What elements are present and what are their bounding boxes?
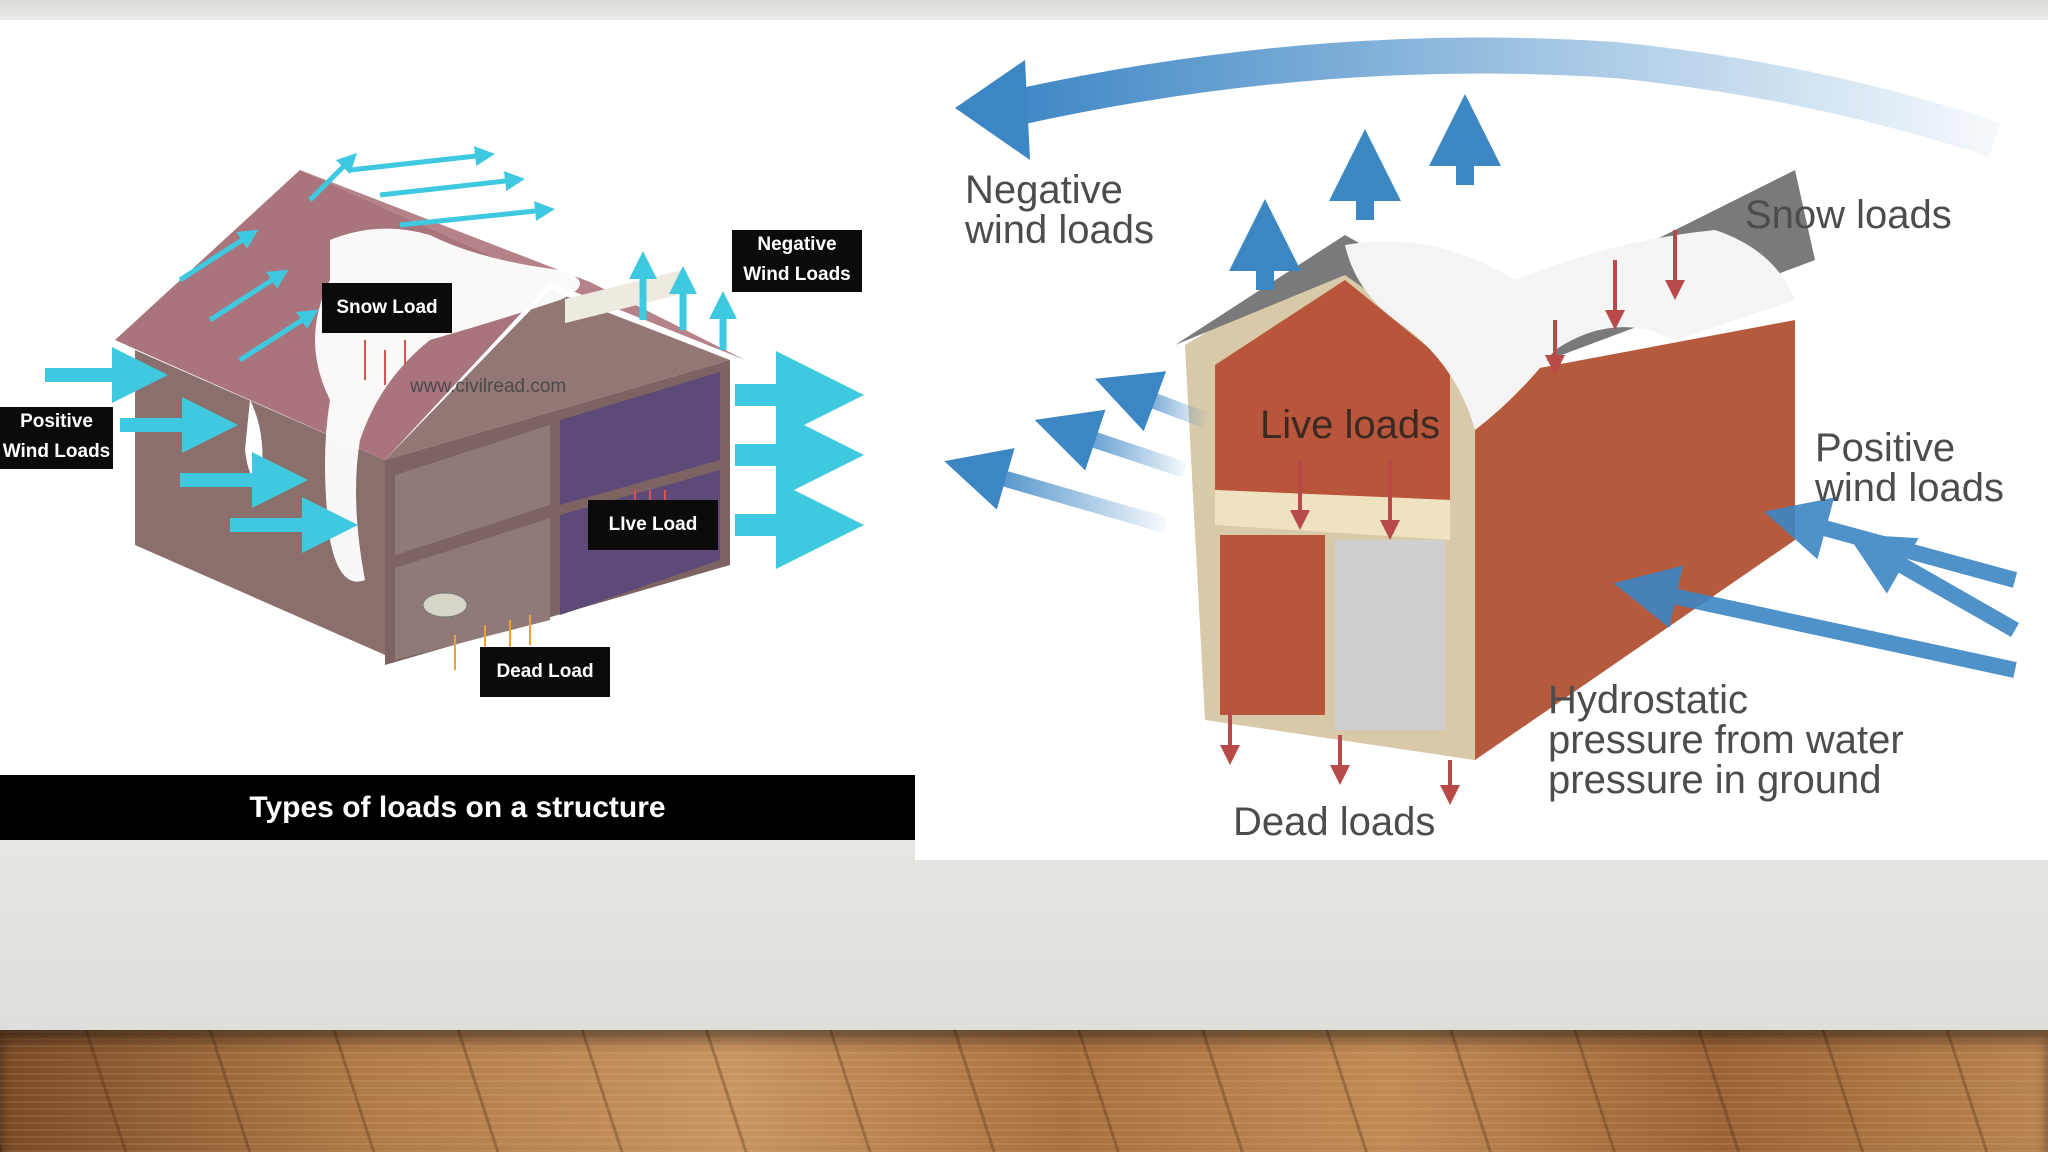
left-house-illustration <box>45 146 864 670</box>
diagram-caption: Types of loads on a structure <box>0 775 915 840</box>
room-upper-left <box>395 425 550 555</box>
wood-floor <box>0 1030 2048 1152</box>
label-positive-wind-line2: Wind Loads <box>2 441 111 462</box>
house-gable <box>385 290 730 460</box>
label-snow-load: Snow Load <box>322 283 452 333</box>
dead-load-arrows <box>454 615 531 670</box>
label-positive-wind-loads: Positive Wind Loads <box>0 407 113 469</box>
room-upper-right <box>560 372 720 505</box>
live-load-arrows <box>1290 460 1400 540</box>
left-diagram-panel: www.civilread.com Snow Load Negative Win… <box>0 20 915 840</box>
negative-wind-arrows <box>629 251 737 350</box>
top-wind-arrowhead <box>955 60 1030 160</box>
right-house-illustration <box>944 37 2019 805</box>
positive-wind-arrows <box>45 347 358 553</box>
bed <box>565 269 685 324</box>
label-hydrostatic-line3: pressure in ground <box>1548 758 1882 802</box>
negative-wind-arrows <box>1229 94 1501 290</box>
label-hydrostatic-line2: pressure from water <box>1548 718 1904 762</box>
leeward-wind-arrows <box>735 351 864 569</box>
positive-wind-arrows <box>1613 497 2019 678</box>
room-lower-left <box>395 518 550 660</box>
label-live-load: LIve Load <box>588 500 718 550</box>
label-negative-wind-line2: Wind Loads <box>743 264 851 285</box>
label-negative-wind-line1: Negative <box>965 168 1123 212</box>
label-negative-wind-loads: Negative wind loads <box>965 170 1154 250</box>
label-positive-wind-line1: Positive <box>20 411 93 432</box>
label-negative-wind-line2: wind loads <box>965 208 1155 252</box>
label-negative-wind-loads: Negative Wind Loads <box>732 230 862 292</box>
label-positive-wind-line1: Positive <box>1815 426 1956 470</box>
label-snow-loads: Snow loads <box>1745 193 1952 237</box>
label-live-load-text: LIve Load <box>608 514 698 535</box>
watermark-text: www.civilread.com <box>410 376 567 397</box>
house-front-inner-top <box>1215 280 1450 500</box>
label-live-loads: Live loads <box>1260 403 1441 447</box>
leeward-wind-arrows <box>944 371 1208 533</box>
label-dead-loads: Dead loads <box>1233 800 1436 844</box>
label-negative-wind-line1: Negative <box>757 234 837 255</box>
room-lower-left <box>1220 535 1325 715</box>
snow-load-arrows <box>364 340 406 385</box>
dead-load-arrows <box>1220 710 1460 805</box>
table-round <box>422 592 468 618</box>
label-positive-wind-loads: Positive wind loads <box>1815 428 2004 508</box>
top-wind-curve <box>1001 37 2001 158</box>
label-positive-wind-line2: wind loads <box>1815 466 2005 510</box>
label-dead-load: Dead Load <box>480 647 610 697</box>
roof-wind-arrows <box>178 146 555 363</box>
label-hydrostatic-line1: Hydrostatic <box>1548 678 1749 722</box>
label-hydrostatic-pressure: Hydrostatic pressure from water pressure… <box>1548 680 1904 800</box>
right-diagram-panel: Negative wind loads Snow loads Live load… <box>915 20 2048 860</box>
room-lower-right <box>1335 540 1445 730</box>
label-snow-load-text: Snow Load <box>336 297 438 318</box>
snow-load-arrows <box>1545 230 1685 375</box>
label-dead-load-text: Dead Load <box>496 661 594 682</box>
